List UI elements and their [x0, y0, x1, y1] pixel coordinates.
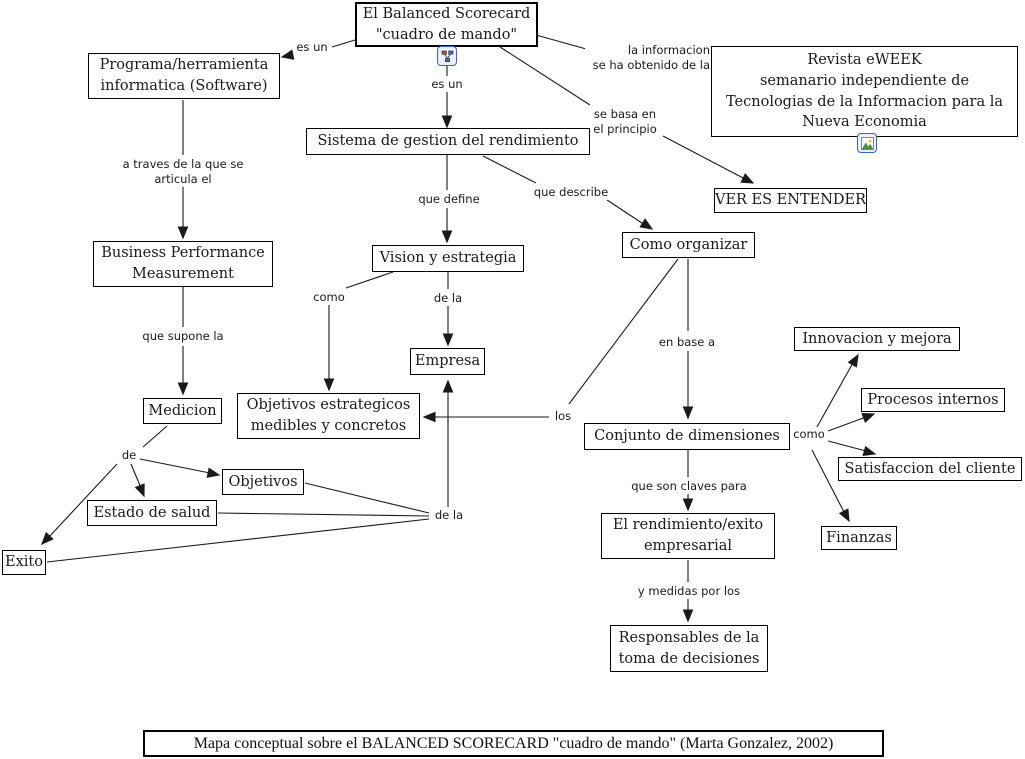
node-exito[interactable]: Exito [2, 550, 46, 575]
edge-label-y-medidas[interactable]: y medidas por los [635, 584, 743, 599]
node-responsables-decisiones[interactable]: Responsables de la toma de decisiones [610, 625, 768, 672]
node-conjunto-dimensiones[interactable]: Conjunto de dimensiones [584, 423, 790, 450]
edge-label-a-traves[interactable]: a traves de la que se articula el [120, 157, 246, 187]
edge-label-que-supone[interactable]: que supone la [140, 329, 226, 344]
edges-left-chain [41, 100, 221, 546]
edges-from-balanced-scorecard [280, 34, 755, 184]
node-como-organizar[interactable]: Como organizar [622, 232, 755, 258]
edges-from-conjunto [682, 353, 877, 623]
node-medicion[interactable]: Medicion [143, 398, 222, 424]
edge-label-de-la-vision[interactable]: de la [430, 291, 466, 306]
node-estado-salud[interactable]: Estado de salud [87, 500, 217, 526]
edge-label-los[interactable]: los [550, 409, 576, 424]
image-resource-icon[interactable] [857, 133, 877, 153]
node-innovacion-mejora[interactable]: Innovacion y mejora [794, 327, 960, 351]
edge-label-como-right[interactable]: como [791, 427, 827, 442]
edges-from-como-organizar [422, 258, 694, 423]
node-objetivos[interactable]: Objetivos [222, 469, 304, 495]
node-finanzas[interactable]: Finanzas [821, 526, 897, 550]
map-caption[interactable]: Mapa conceptual sobre el BALANCED SCOREC… [143, 730, 884, 757]
concept-map-resource-icon[interactable] [437, 46, 457, 66]
node-business-performance-measurement[interactable]: Business Performance Measurement [93, 241, 273, 287]
edge-label-en-base-a[interactable]: en base a [656, 335, 718, 350]
edges-to-empresa [46, 379, 454, 563]
node-vision-estrategia[interactable]: Vision y estrategia [372, 245, 524, 272]
node-balanced-scorecard[interactable]: El Balanced Scorecard "cuadro de mando" [355, 2, 538, 47]
edge-label-de[interactable]: de [118, 448, 140, 463]
node-procesos-internos[interactable]: Procesos internos [861, 388, 1005, 412]
node-sistema-gestion[interactable]: Sistema de gestion del rendimiento [306, 128, 590, 155]
edge-label-como-left[interactable]: como [310, 290, 348, 305]
picture-glyph [860, 136, 874, 150]
edge-label-que-describe[interactable]: que describe [532, 185, 610, 200]
edge-label-de-la-lower[interactable]: de la [431, 508, 467, 523]
edge-label-que-define[interactable]: que define [417, 192, 481, 207]
node-ver-es-entender[interactable]: VER ES ENTENDER [714, 188, 867, 213]
node-revista-eweek[interactable]: Revista eWEEK semanario independiente de… [711, 46, 1018, 137]
node-rendimiento-exito[interactable]: El rendimiento/exito empresarial [601, 513, 775, 559]
edges-from-vision [323, 271, 454, 392]
node-satisfaccion-cliente[interactable]: Satisfaccion del cliente [838, 457, 1022, 481]
edges-from-sistema [441, 155, 654, 244]
edge-label-es-un-left[interactable]: es un [294, 40, 330, 55]
node-objetivos-estrategicos[interactable]: Objetivos estrategicos medibles y concre… [237, 393, 420, 439]
edge-label-es-un-mid[interactable]: es un [429, 77, 465, 92]
node-empresa[interactable]: Empresa [410, 348, 485, 375]
org-chart-glyph [441, 50, 453, 62]
edge-label-que-son-claves[interactable]: que son claves para [629, 479, 749, 494]
edge-label-se-basa[interactable]: se basa en el principio [591, 107, 659, 137]
edge-label-la-informacion[interactable]: la informacion se ha obtenido de la [585, 43, 710, 73]
node-programa-software[interactable]: Programa/herramienta informatica (Softwa… [88, 53, 280, 99]
